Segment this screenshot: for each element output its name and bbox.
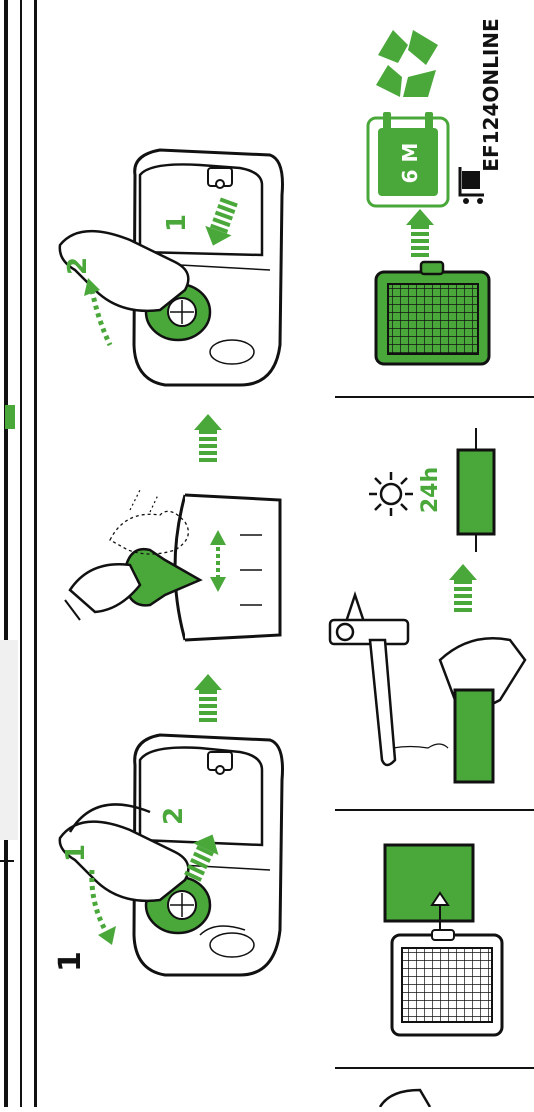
hepa-filter-illustration [376,262,489,364]
hand-washing-filter [440,638,525,782]
step-number: 1 [53,951,88,972]
arrow-icon [194,414,222,462]
step-final-vacuum-illustration [60,150,283,385]
sun-icon [369,472,413,516]
recycle-icon [376,30,438,97]
step1-rotate-callout: 1 [61,844,91,862]
model-code: EF124ONLINE [479,18,503,171]
foam-filter-drying [458,428,494,552]
faucet-illustration [330,595,448,765]
arrow-icon [194,674,222,722]
foam-insert-illustration [385,845,502,1035]
arrow-icon [449,564,477,612]
filter-interval: 6 M [398,143,422,184]
step1-lift-callout: 2 [159,807,189,825]
dry-time: 24h [418,467,443,513]
final-rotate-callout: 2 [63,257,93,275]
final-lift-callout: 1 [162,214,192,232]
page-borders [0,0,37,1107]
next-step-partial [380,1090,430,1107]
arrow-icon [406,209,434,257]
step1-vacuum-illustration [60,735,283,975]
empty-cyclone-illustration [65,490,280,640]
